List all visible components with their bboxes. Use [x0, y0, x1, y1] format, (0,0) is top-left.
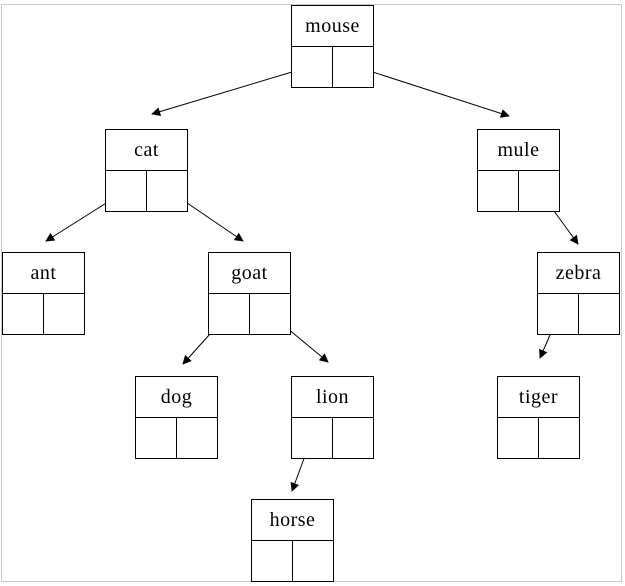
node-label: zebra — [555, 261, 602, 284]
right-pointer-cell — [518, 171, 559, 211]
left-pointer-cell — [3, 294, 43, 334]
node-label: horse — [269, 508, 316, 531]
right-pointer-cell — [332, 418, 373, 458]
tree-node-ant: ant — [2, 252, 85, 335]
right-pointer-cell — [538, 418, 579, 458]
node-label: ant — [30, 261, 57, 284]
node-label: lion — [315, 385, 350, 408]
tree-node-cat: cat — [105, 129, 188, 212]
node-label: dog — [160, 385, 193, 408]
node-pointer-row — [106, 170, 187, 211]
right-pointer-cell — [146, 171, 187, 211]
tree-node-mule: mule — [477, 129, 560, 212]
tree-node-lion: lion — [291, 376, 374, 459]
left-pointer-cell — [136, 418, 176, 458]
node-pointer-row — [136, 417, 217, 458]
right-pointer-cell — [578, 294, 619, 334]
right-pointer-cell — [249, 294, 290, 334]
node-pointer-row — [252, 540, 333, 581]
right-pointer-cell — [43, 294, 84, 334]
node-label: tiger — [518, 385, 559, 408]
left-pointer-cell — [292, 47, 332, 87]
tree-node-tiger: tiger — [497, 376, 580, 459]
node-pointer-row — [209, 293, 290, 334]
left-pointer-cell — [498, 418, 538, 458]
edge-mouse-cat — [151, 65, 313, 116]
node-pointer-row — [292, 46, 373, 87]
node-label: mouse — [305, 14, 360, 37]
left-pointer-cell — [106, 171, 146, 211]
node-pointer-row — [292, 417, 373, 458]
right-pointer-cell — [176, 418, 217, 458]
left-pointer-cell — [538, 294, 578, 334]
left-pointer-cell — [292, 418, 332, 458]
left-pointer-cell — [209, 294, 249, 334]
tree-node-goat: goat — [208, 252, 291, 335]
node-label: mule — [497, 138, 540, 161]
left-pointer-cell — [252, 541, 292, 581]
right-pointer-cell — [292, 541, 333, 581]
edge-mouse-mule — [353, 65, 510, 118]
tree-node-dog: dog — [135, 376, 218, 459]
node-pointer-row — [498, 417, 579, 458]
right-pointer-cell — [332, 47, 373, 87]
node-pointer-row — [538, 293, 619, 334]
node-pointer-row — [3, 293, 84, 334]
tree-node-zebra: zebra — [537, 252, 620, 335]
node-label: goat — [231, 261, 268, 284]
node-pointer-row — [478, 170, 559, 211]
tree-node-mouse: mouse — [291, 5, 374, 88]
tree-node-horse: horse — [251, 499, 334, 582]
node-label: cat — [134, 138, 159, 161]
left-pointer-cell — [478, 171, 518, 211]
